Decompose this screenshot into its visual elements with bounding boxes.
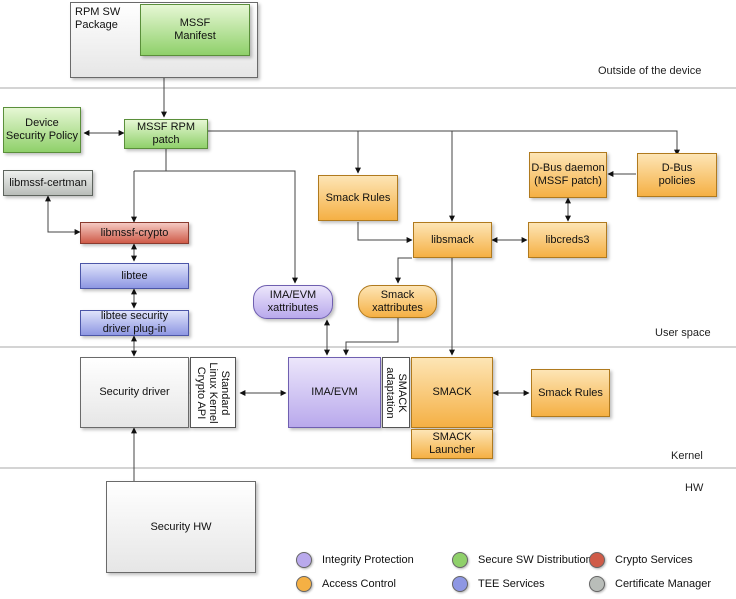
mssf-rpm-patch-label: MSSF RPM patch	[136, 121, 196, 146]
libsmack: libsmack	[413, 222, 492, 258]
device-security-policy-label: Device Security Policy	[5, 117, 79, 142]
legend-item-certman: Certificate Manager	[589, 576, 711, 592]
legend-dot	[296, 576, 312, 592]
zone-label-hw: HW	[685, 482, 704, 494]
linux-kernel-crypto-api: Standard Linux Kernel Crypto API	[190, 357, 236, 428]
libcreds3-label: libcreds3	[545, 233, 590, 246]
legend-label: Crypto Services	[615, 554, 693, 566]
zone-label-user-space: User space	[655, 327, 711, 339]
libsmack-label: libsmack	[431, 233, 474, 246]
smack: SMACK	[411, 357, 493, 428]
libtee-plugin-label: libtee security driver plug-in	[100, 310, 169, 335]
dbus-policies: D-Bus policies	[637, 153, 717, 197]
smack-xattributes-label: Smack xattributes	[372, 288, 423, 314]
legend-label: Access Control	[322, 578, 396, 590]
smack-xattributes: Smack xattributes	[358, 285, 437, 318]
libmssf-certman-label: libmssf-certman	[9, 176, 87, 189]
legend-item-access-control: Access Control	[296, 576, 396, 592]
mssf-rpm-patch: MSSF RPM patch	[124, 119, 208, 149]
libmssf-crypto-label: libmssf-crypto	[100, 226, 169, 239]
ima-evm: IMA/EVM	[288, 357, 381, 428]
zone-label-kernel: Kernel	[671, 450, 703, 462]
legend-label: TEE Services	[478, 578, 545, 590]
ima-evm-xattributes: IMA/EVM xattributes	[253, 285, 333, 319]
smack-rules-user-label: Smack Rules	[325, 191, 391, 204]
legend-label: Integrity Protection	[322, 554, 414, 566]
legend-dot	[452, 576, 468, 592]
legend-dot	[589, 576, 605, 592]
smack-rules-user: Smack Rules	[318, 175, 398, 221]
smack-label: SMACK	[432, 386, 472, 399]
smack-launcher: SMACK Launcher	[411, 429, 493, 459]
legend-item-tee: TEE Services	[452, 576, 545, 592]
legend-label: Certificate Manager	[615, 578, 711, 590]
legend-item-crypto: Crypto Services	[589, 552, 693, 568]
legend-item-integrity: Integrity Protection	[296, 552, 414, 568]
mssf-manifest: MSSF Manifest	[140, 4, 250, 56]
security-hw: Security HW	[106, 481, 256, 573]
mssf-manifest-label: MSSF Manifest	[174, 17, 216, 42]
security-hw-label: Security HW	[150, 520, 212, 533]
libcreds3: libcreds3	[528, 222, 607, 258]
ima-evm-label: IMA/EVM	[311, 386, 358, 399]
libtee: libtee	[80, 263, 189, 289]
smack-adaptation-label: SMACK adaptation	[384, 366, 409, 419]
dbus-policies-label: D-Bus policies	[658, 162, 696, 187]
smack-adaptation: SMACK adaptation	[382, 357, 410, 428]
security-driver: Security driver	[80, 357, 189, 428]
smack-rules-kernel: Smack Rules	[531, 369, 610, 417]
zone-label-outside: Outside of the device	[598, 65, 702, 77]
dbus-daemon: D-Bus daemon (MSSF patch)	[529, 152, 607, 198]
device-security-policy: Device Security Policy	[3, 107, 81, 153]
ima-evm-xattributes-label: IMA/EVM xattributes	[267, 289, 319, 314]
legend-item-secure-sw: Secure SW Distribution	[452, 552, 592, 568]
legend-dot	[296, 552, 312, 568]
rpm-package-label: RPM SW Package	[75, 6, 121, 31]
security-driver-label: Security driver	[99, 386, 170, 399]
libtee-label: libtee	[121, 269, 148, 282]
legend-label: Secure SW Distribution	[478, 554, 592, 566]
smack-launcher-label: SMACK Launcher	[429, 431, 475, 456]
dbus-daemon-label: D-Bus daemon (MSSF patch)	[531, 162, 605, 187]
libmssf-crypto: libmssf-crypto	[80, 222, 189, 244]
legend-dot	[452, 552, 468, 568]
libmssf-certman: libmssf-certman	[3, 170, 93, 196]
libtee-security-driver-plugin: libtee security driver plug-in	[80, 310, 189, 336]
linux-kernel-crypto-api-label: Standard Linux Kernel Crypto API	[194, 361, 232, 424]
legend-dot	[589, 552, 605, 568]
smack-rules-kernel-label: Smack Rules	[538, 386, 603, 399]
